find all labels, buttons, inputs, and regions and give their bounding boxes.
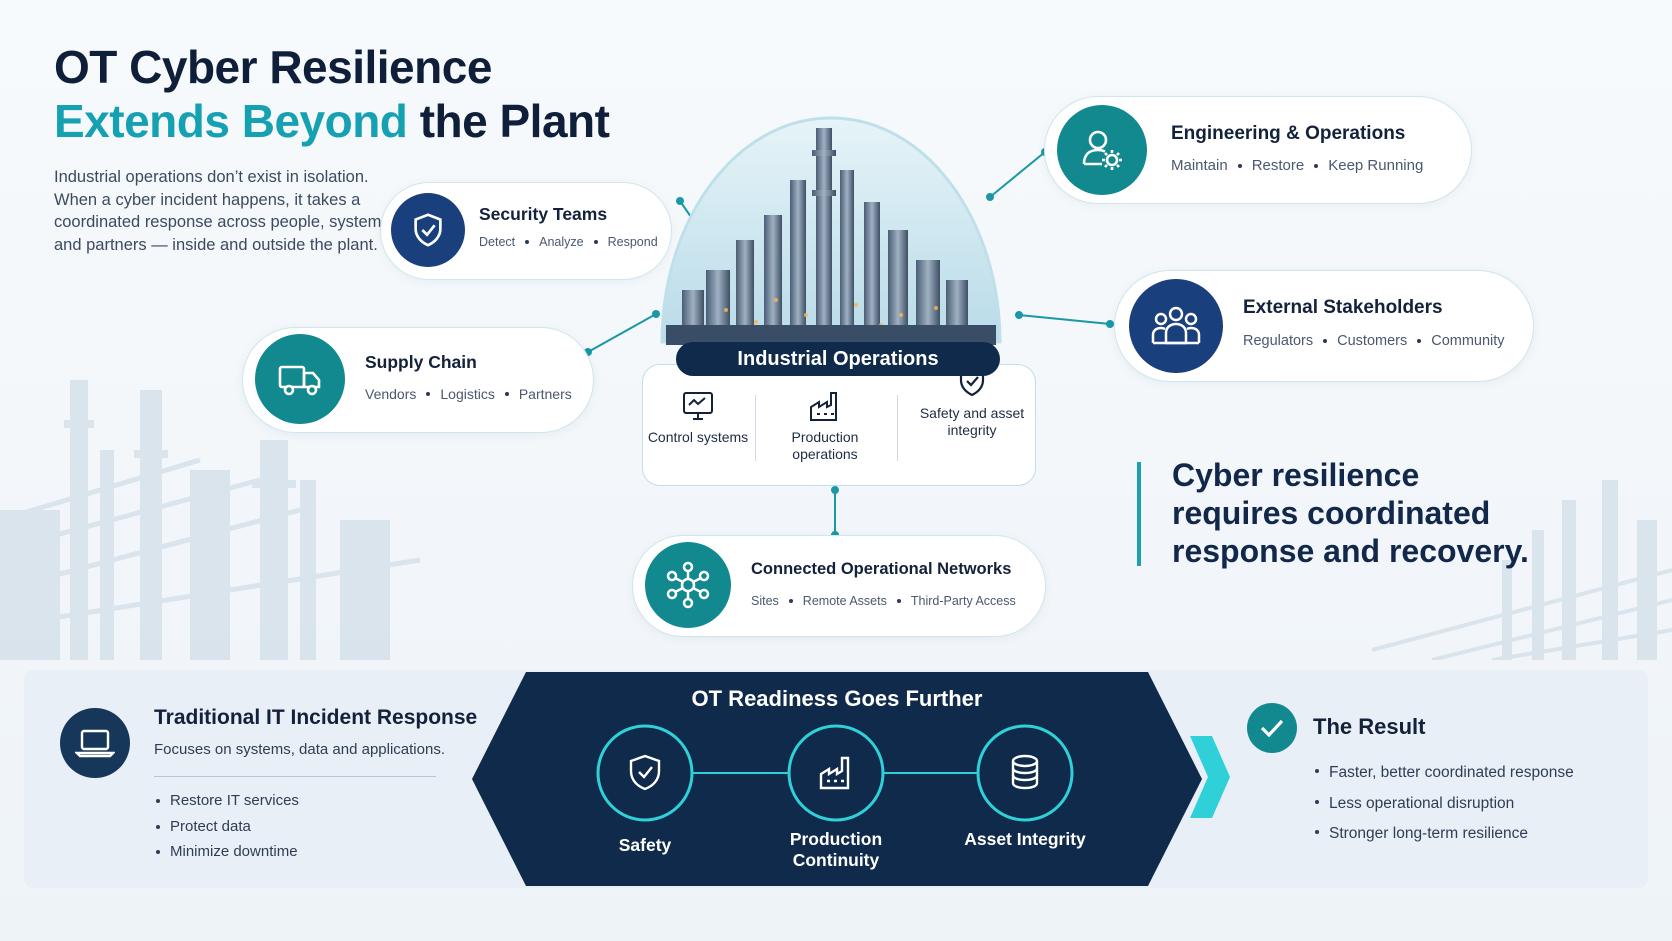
engineering-operations-title: Engineering & Operations	[1171, 123, 1406, 144]
truck-icon	[255, 334, 345, 424]
shield-check-icon	[391, 193, 465, 267]
monitor-icon	[683, 392, 713, 420]
check-icon	[1247, 703, 1297, 753]
list-item: Minimize downtime	[154, 839, 299, 865]
network-icon	[645, 542, 731, 628]
chevron-right-icon	[1190, 736, 1230, 818]
title-line1: OT Cyber Resilience	[54, 41, 492, 93]
traditional-it-title: Traditional IT Incident Response	[154, 706, 478, 729]
people-group-icon	[1129, 279, 1223, 373]
list-item: Less operational disruption	[1313, 789, 1574, 820]
shield-check-icon	[629, 754, 661, 791]
divider	[154, 776, 436, 777]
ot-node-safety: Safety	[618, 835, 672, 855]
database-icon	[1011, 754, 1039, 790]
supply-chain-title: Supply Chain	[365, 352, 477, 372]
background-refinery-left	[0, 380, 421, 660]
shield-check-icon	[959, 366, 985, 397]
intro-text: Industrial operations don’t exist in iso…	[54, 168, 390, 254]
ops-item-safety: Safety and asset integrity	[908, 365, 1036, 439]
page-title: OT Cyber Resilience Extends Beyond the P…	[54, 40, 610, 148]
security-teams-title: Security Teams	[479, 204, 608, 224]
ot-readiness-panel	[472, 672, 1202, 886]
result-list: Faster, better coordinated response Less…	[1313, 758, 1574, 850]
background-refinery-right	[1372, 480, 1672, 660]
industrial-plant-illustration	[660, 116, 1002, 345]
ops-item-control: Control systems	[638, 389, 758, 446]
resilience-statement: Cyber resilience requires coordinated re…	[1172, 457, 1529, 569]
list-item: Stronger long-term resilience	[1313, 819, 1574, 850]
laptop-icon	[60, 708, 130, 778]
ot-node-production-continuity: Production Continuity	[789, 829, 883, 870]
external-stakeholders-title: External Stakeholders	[1243, 297, 1443, 318]
result-title: The Result	[1313, 714, 1426, 739]
ot-node-asset-integrity: Asset Integrity	[964, 829, 1086, 849]
industrial-operations-label: Industrial Operations	[676, 342, 1000, 376]
user-gear-icon	[1057, 105, 1147, 195]
industrial-operations-box: Control systems Production operations Sa…	[642, 364, 1036, 486]
traditional-it-list: Restore IT services Protect data Minimiz…	[154, 788, 299, 865]
list-item: Faster, better coordinated response	[1313, 758, 1574, 789]
ot-readiness-title: OT Readiness Goes Further	[691, 686, 983, 711]
connected-networks-title: Connected Operational Networks	[751, 560, 1012, 578]
factory-icon	[819, 756, 850, 790]
list-item: Protect data	[154, 814, 299, 840]
list-item: Restore IT services	[154, 788, 299, 814]
statement-accent-bar	[1137, 462, 1141, 566]
ops-item-production: Production operations	[765, 389, 885, 463]
title-accent: Extends Beyond	[54, 95, 408, 147]
title-line2-rest: the Plant	[407, 95, 610, 147]
traditional-it-description: Focuses on systems, data and application…	[154, 741, 445, 758]
factory-icon	[810, 392, 837, 421]
